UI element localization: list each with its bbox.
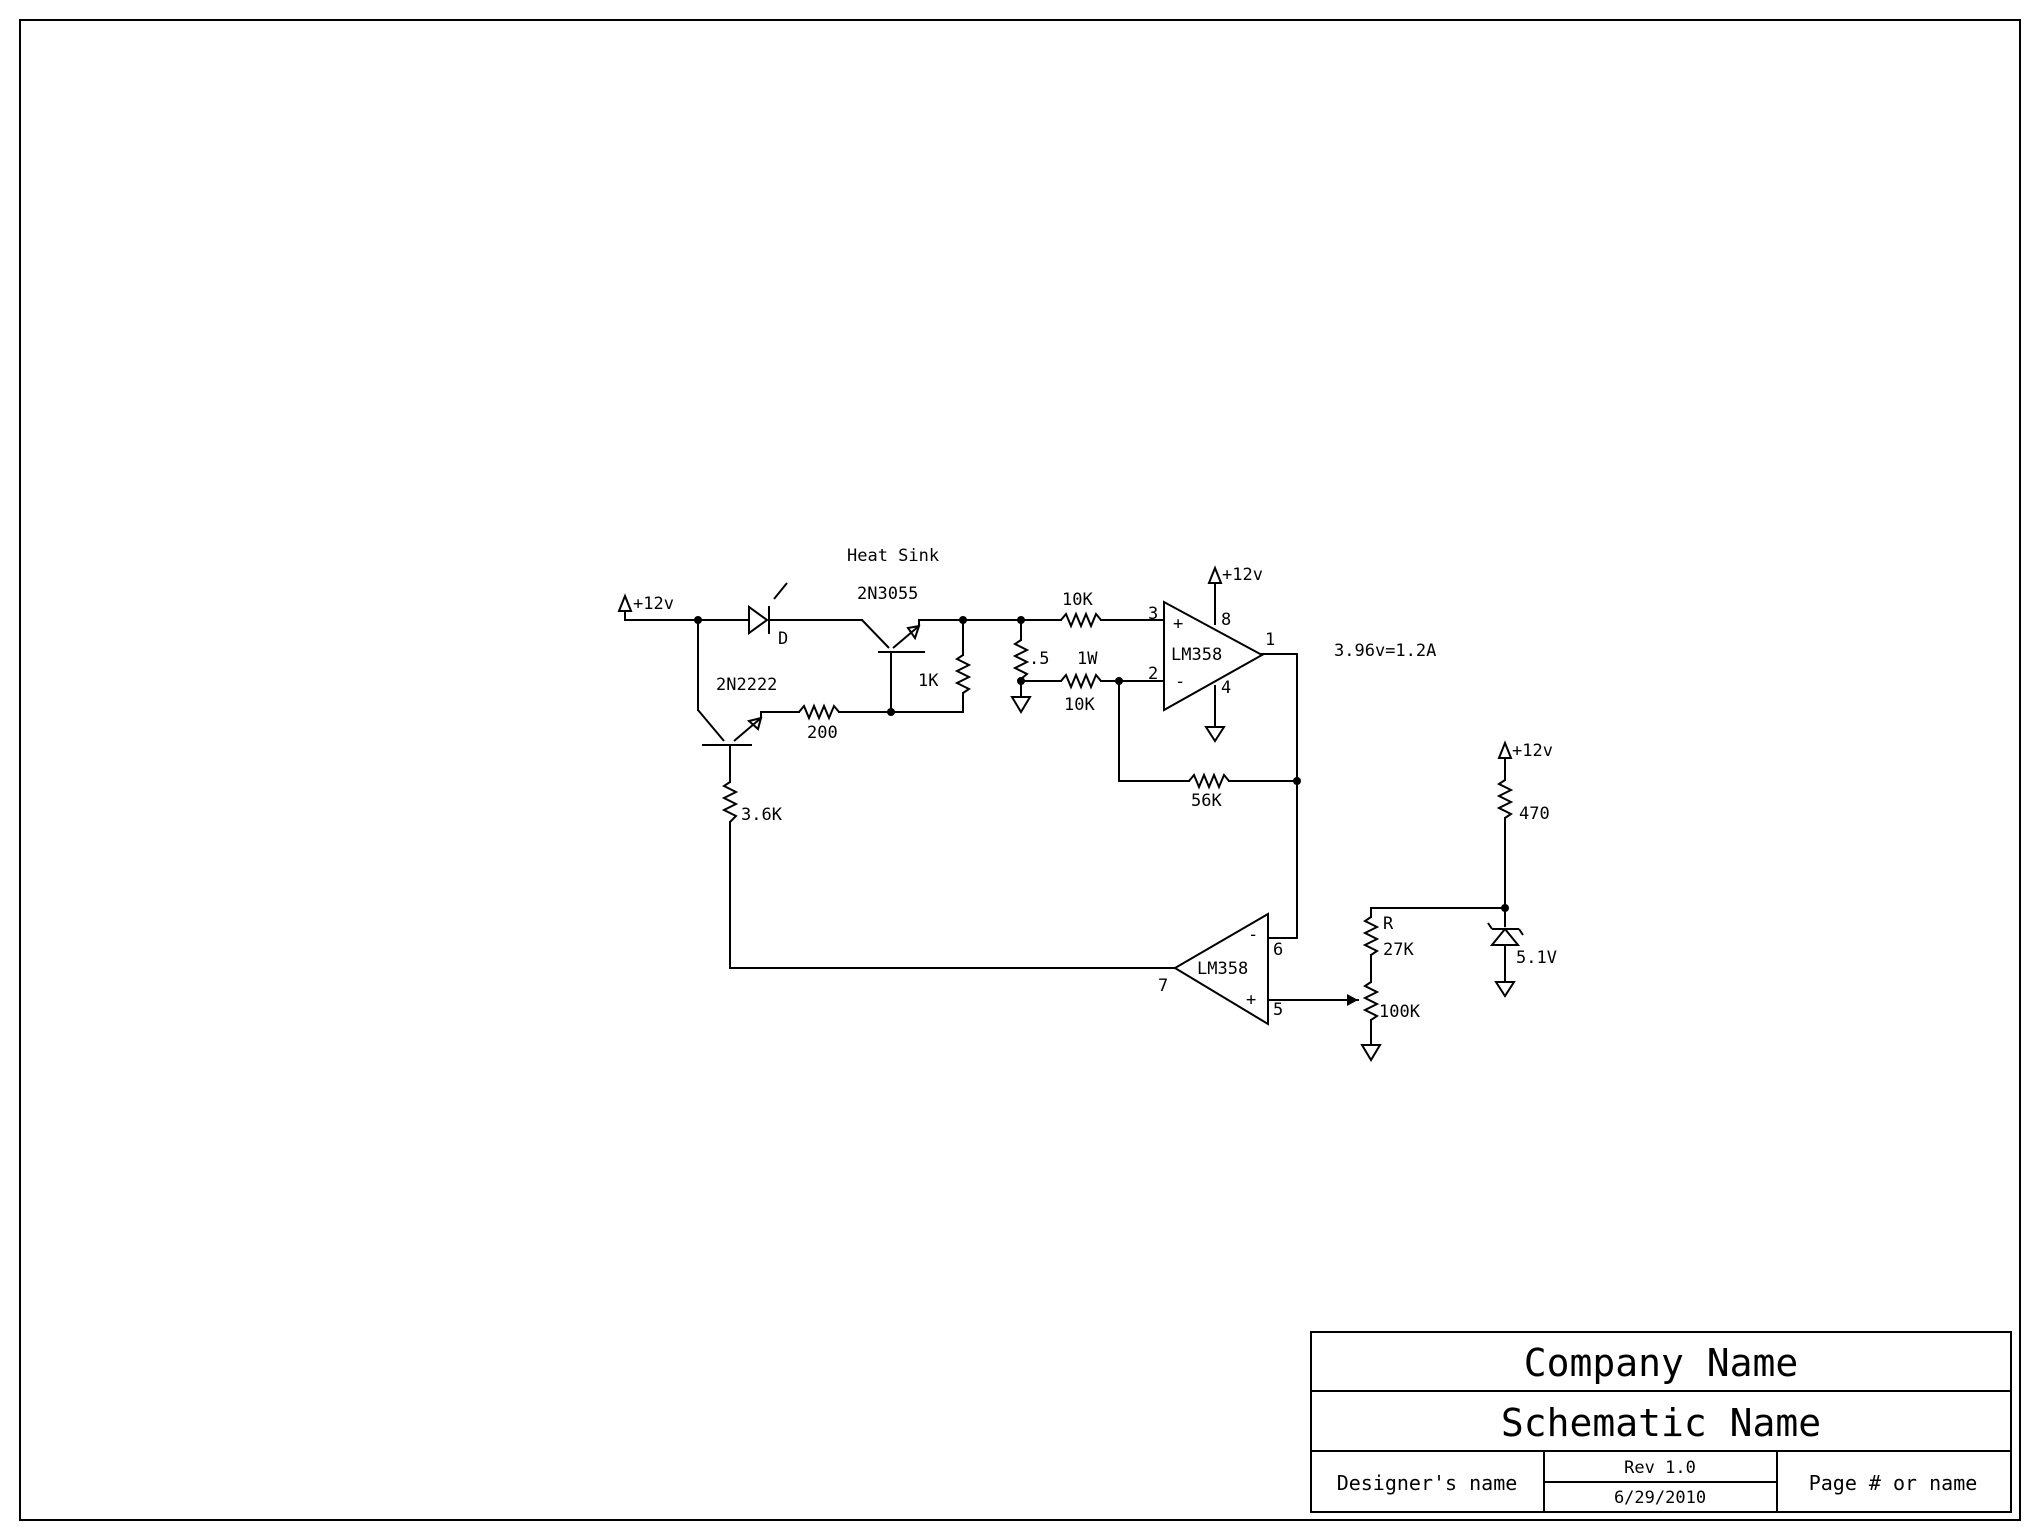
- opamp-b-label: LM358: [1197, 959, 1248, 979]
- resistor-3-6k-label: 3.6K: [741, 805, 783, 825]
- zener-label: 5.1V: [1516, 948, 1557, 968]
- resistor-shunt: [1012, 639, 1030, 680]
- opamp-lm358-a: [1163, 600, 1265, 712]
- resistor-27k-label: 27K: [1383, 940, 1414, 960]
- resistor-200-label: 200: [807, 723, 838, 743]
- ground-symbol-zener: [1494, 981, 1516, 998]
- pin-3-label: 3: [1148, 604, 1158, 624]
- resistor-27k: [1362, 916, 1380, 956]
- pin-2-label: 2: [1148, 664, 1158, 684]
- resistor-56k: [1188, 772, 1230, 790]
- diode-symbol: [748, 582, 788, 635]
- opamp-a-plus: +: [1173, 614, 1183, 634]
- q-driver-label: 2N2222: [716, 675, 777, 695]
- pin-8-label: 8: [1221, 610, 1231, 630]
- pin-6-label: 6: [1273, 940, 1283, 960]
- resistor-1k-label: 1K: [918, 671, 939, 691]
- opamp-lm358-b: [1173, 912, 1269, 1026]
- opamp-a-minus: -: [1175, 672, 1185, 692]
- pin-5-label: 5: [1273, 1000, 1283, 1020]
- pin-4-label: 4: [1221, 678, 1231, 698]
- note-calibration: 3.96v=1.2A: [1334, 641, 1436, 661]
- company-name: Company Name: [1524, 1341, 1799, 1385]
- q-power-label: 2N3055: [857, 584, 918, 604]
- resistor-56k-label: 56K: [1191, 791, 1222, 811]
- resistor-shunt-power-label: 1W: [1077, 649, 1098, 669]
- potentiometer-100k: [1362, 981, 1380, 1021]
- pin-7-label: 7: [1158, 976, 1168, 996]
- heat-sink-label: Heat Sink: [847, 546, 939, 566]
- resistor-200: [798, 703, 840, 721]
- opamp-b-plus: +: [1246, 990, 1256, 1010]
- page-name: Page # or name: [1809, 1471, 1978, 1495]
- resistor-r-label: R: [1383, 914, 1394, 934]
- ground-symbol-opamp: [1204, 726, 1226, 743]
- pin-1-label: 1: [1265, 630, 1275, 650]
- designer-name: Designer's name: [1337, 1471, 1518, 1495]
- sheet-border: [19, 19, 2021, 1521]
- resistor-10k-a-label: 10K: [1062, 590, 1093, 610]
- opamp-a-label: LM358: [1171, 645, 1222, 665]
- supply-label-right: +12v: [1512, 741, 1553, 761]
- supply-symbol-left: [617, 593, 633, 621]
- date: 6/29/2010: [1614, 1488, 1706, 1508]
- resistor-10k-a: [1060, 611, 1102, 629]
- opamp-b-minus: -: [1248, 925, 1258, 945]
- title-block: [1310, 1331, 2012, 1513]
- resistor-470: [1496, 779, 1514, 819]
- supply-label-left: +12v: [633, 594, 674, 614]
- resistor-10k-b-label: 10K: [1064, 695, 1095, 715]
- revision: Rev 1.0: [1624, 1458, 1696, 1478]
- resistor-10k-b: [1060, 672, 1102, 690]
- diode-label: D: [778, 629, 788, 649]
- supply-symbol-right: [1497, 740, 1513, 759]
- resistor-shunt-label: .5: [1029, 649, 1049, 669]
- schematic-name: Schematic Name: [1501, 1401, 1821, 1445]
- supply-symbol-opamp: [1207, 565, 1223, 584]
- resistor-470-label: 470: [1519, 804, 1550, 824]
- resistor-1k: [954, 654, 972, 694]
- ground-symbol-shunt: [1010, 696, 1032, 714]
- transistor-2n2222: [697, 709, 763, 746]
- resistor-3-6k: [721, 781, 739, 823]
- pot-100k-label: 100K: [1379, 1002, 1421, 1022]
- transistor-2n3055: [861, 619, 925, 653]
- ground-symbol-pot: [1360, 1044, 1382, 1062]
- supply-label-opamp: +12v: [1222, 565, 1263, 585]
